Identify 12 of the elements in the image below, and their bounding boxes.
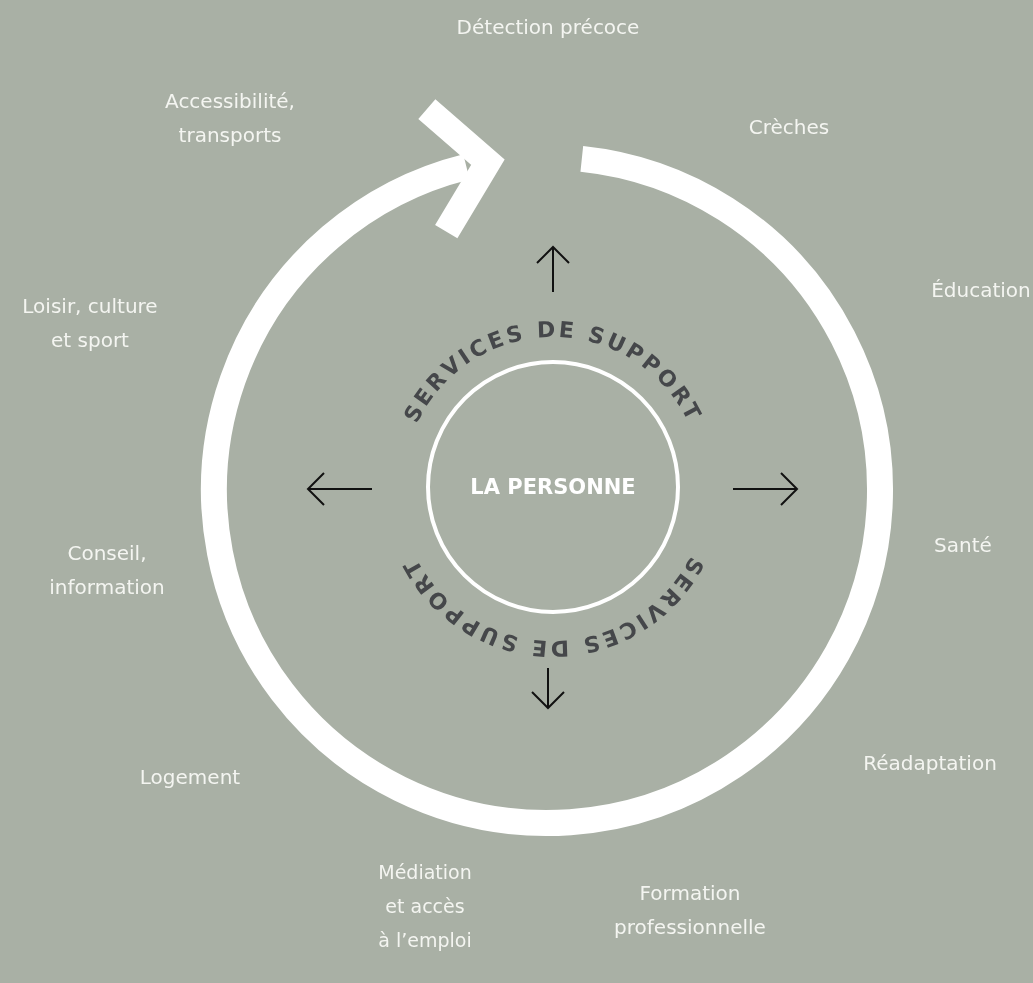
category-label: Accessibilité, transports: [164, 88, 296, 149]
category-label: Logement: [139, 764, 241, 791]
category-label: Éducation: [931, 277, 1031, 304]
node-label: LA PERSONNE: [470, 475, 636, 499]
category-label: Conseil, information: [48, 540, 166, 601]
category-label: Formation professionnelle: [613, 880, 767, 941]
category-label: Médiation et accès à l’emploi: [377, 860, 473, 953]
category-label: Loisir, culture et sport: [21, 293, 159, 354]
category-label: Crèches: [748, 114, 830, 141]
category-label: Santé: [934, 532, 992, 559]
category-label: Détection précoce: [456, 14, 640, 41]
category-label: Réadaptation: [863, 750, 997, 777]
